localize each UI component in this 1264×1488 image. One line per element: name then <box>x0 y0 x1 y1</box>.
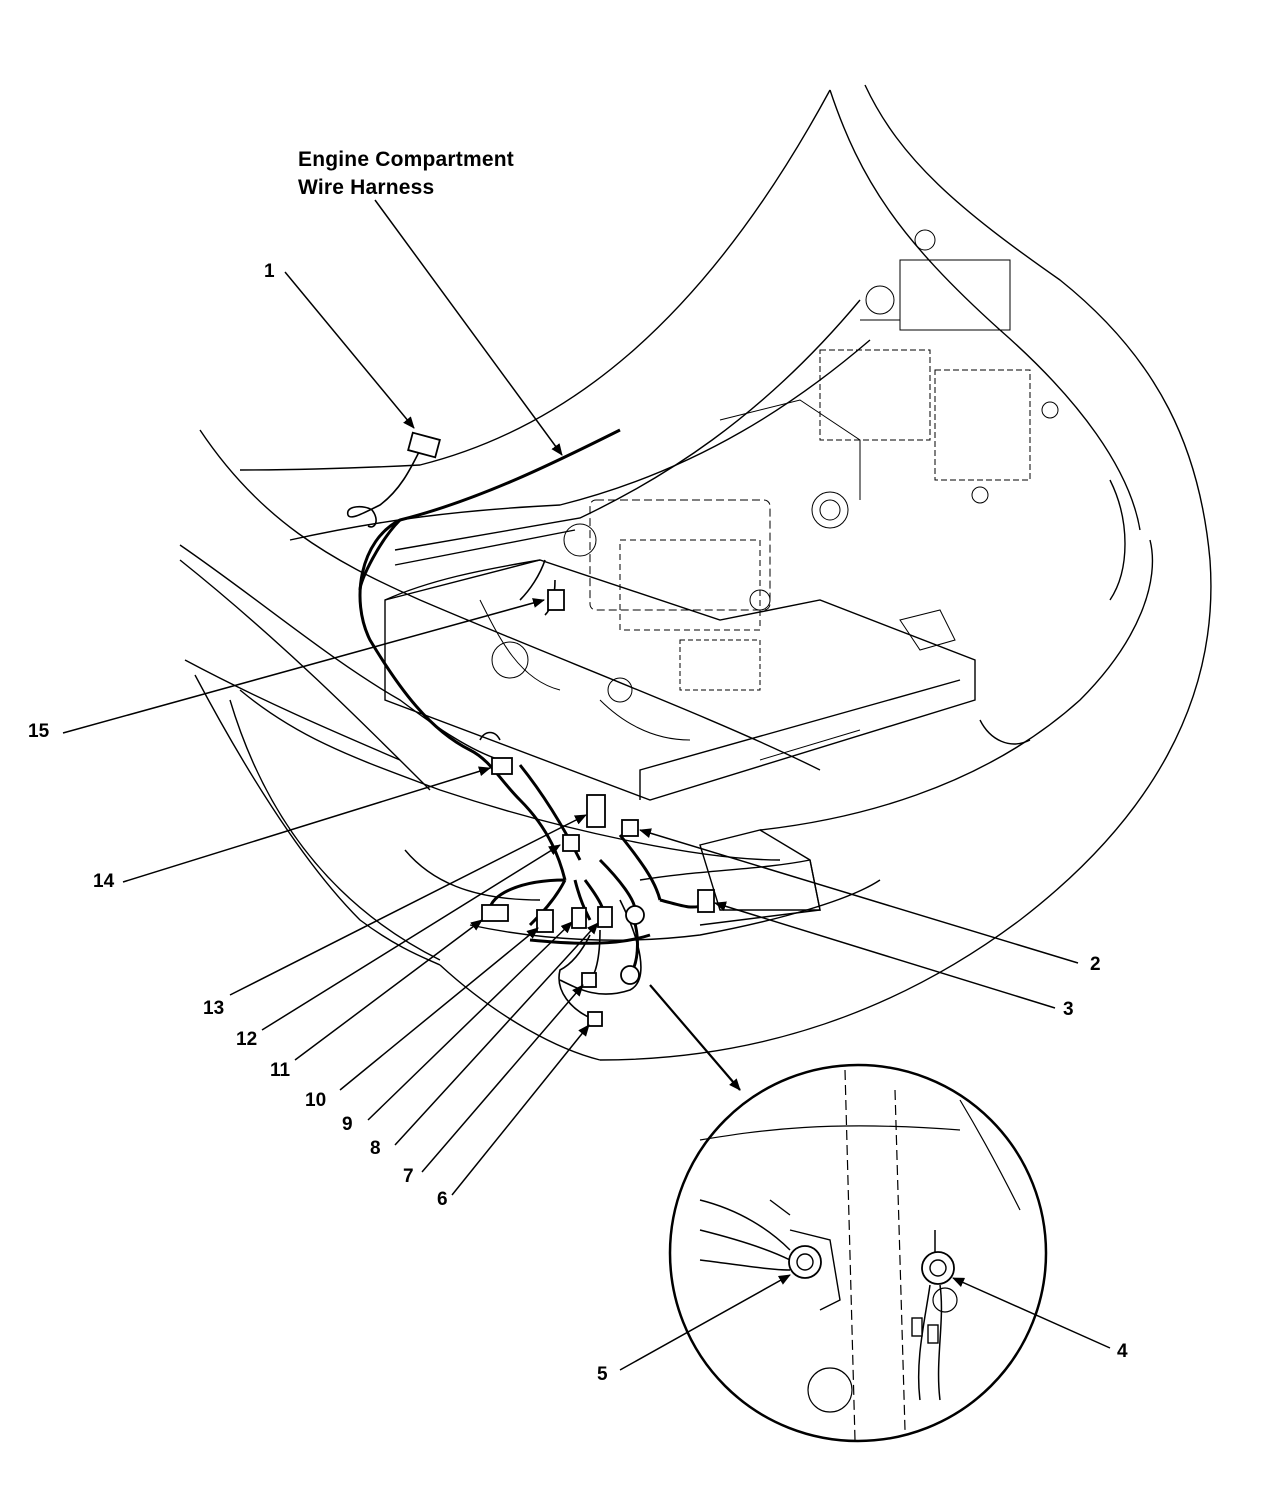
title-line-2: Wire Harness <box>298 176 435 199</box>
callout-3: 3 <box>1063 999 1074 1020</box>
connector-15 <box>547 589 565 611</box>
callout-14: 14 <box>93 871 115 892</box>
connector-10 <box>536 909 554 933</box>
callout-11: 11 <box>270 1060 291 1081</box>
connector-8 <box>597 906 613 928</box>
ground-bolt-upper <box>625 905 645 925</box>
callout-6: 6 <box>437 1189 448 1210</box>
detail-inset <box>649 984 1048 1443</box>
callout-15: 15 <box>28 721 50 742</box>
callout-7: 7 <box>403 1166 414 1187</box>
engine-internals <box>479 229 1059 761</box>
harness-wires <box>358 428 706 976</box>
title-line-1: Engine Compartment <box>298 148 514 171</box>
connector-9 <box>571 907 587 929</box>
leader-lines <box>62 199 1111 1371</box>
connector-7 <box>581 972 597 988</box>
connector-14 <box>491 757 513 775</box>
callout-10: 10 <box>305 1090 327 1111</box>
ground-bolt-lower <box>620 965 640 985</box>
callout-12: 12 <box>236 1029 258 1050</box>
callout-1: 1 <box>264 261 275 282</box>
connector-1 <box>407 431 441 459</box>
connector-12 <box>562 834 580 852</box>
callout-9: 9 <box>342 1114 353 1135</box>
connectors <box>407 431 715 1027</box>
connector-2 <box>621 819 639 837</box>
callout-8: 8 <box>370 1138 381 1159</box>
connector-3 <box>697 889 715 913</box>
harness-thin-wires <box>347 449 642 1021</box>
callout-2: 2 <box>1090 954 1101 975</box>
connector-13 <box>586 794 606 828</box>
connector-6 <box>587 1011 603 1027</box>
connector-11 <box>481 904 509 922</box>
callout-5: 5 <box>597 1364 608 1385</box>
callout-4: 4 <box>1117 1341 1128 1362</box>
vehicle-body <box>179 84 1212 1061</box>
callout-13: 13 <box>203 998 225 1019</box>
